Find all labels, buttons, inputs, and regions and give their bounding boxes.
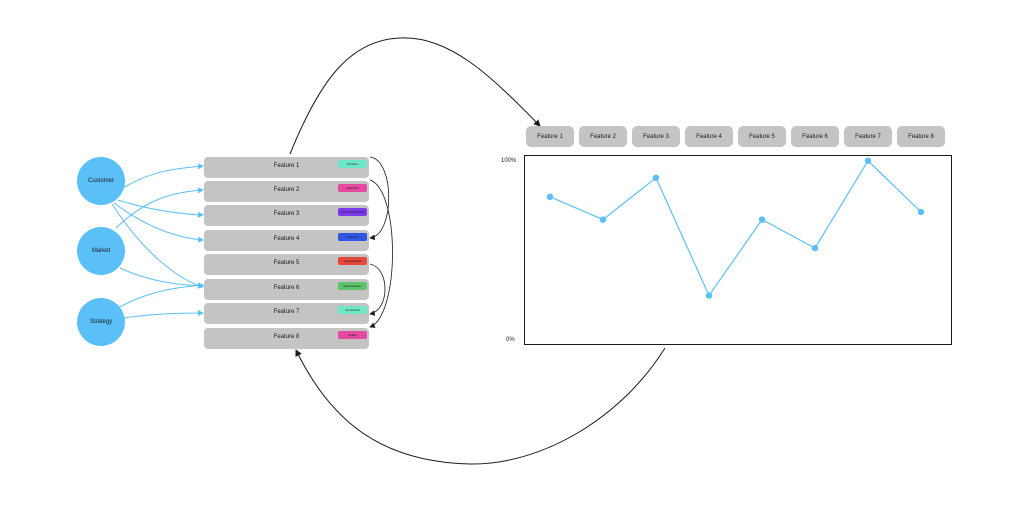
chart-category-tab-5: Feature 5 — [738, 126, 786, 147]
edge-customer-feature1 — [119, 163, 204, 191]
edge-loop-top — [289, 37, 541, 155]
feature-row-label: Feature 8 — [273, 334, 300, 340]
edge-customer-feature3 — [117, 199, 204, 218]
feature-row-3: Feature 3 Cost effectiveness — [204, 205, 369, 226]
feature-tag: Function — [338, 160, 367, 168]
feature-row-label: Feature 4 — [273, 236, 300, 242]
y-axis-bottom-label: 0% — [506, 337, 515, 343]
chart-category-tab-3: Feature 3 — [632, 126, 680, 147]
data-point-4 — [705, 292, 713, 299]
feature-row-label: Feature 6 — [273, 285, 300, 291]
chart-category-tab-1: Feature 1 — [526, 126, 574, 147]
feature-tag: Comparisons — [338, 257, 367, 265]
edge-market-feature2 — [115, 187, 204, 229]
feature-row-7: Feature 7 Functional — [204, 303, 369, 324]
data-point-8 — [917, 208, 925, 216]
chart-category-tab-4: Feature 4 — [685, 126, 733, 147]
feature-row-4: Feature 4 Security — [204, 230, 369, 251]
chart-category-tab-2: Feature 2 — [579, 126, 627, 147]
series-line — [549, 159, 922, 297]
feature-row-2: Feature 2 Aesthetic — [204, 181, 369, 202]
node-strategy-label: Strategy — [89, 319, 113, 325]
chart-frame — [524, 155, 952, 345]
node-market: Market — [77, 227, 125, 275]
feature-row-label: Feature 2 — [273, 187, 300, 193]
bracket-feature2-feature7 — [369, 179, 393, 328]
edge-market-feature6 — [119, 267, 204, 289]
node-strategy: Strategy — [77, 298, 125, 346]
bracket-feature5-feature7 — [369, 263, 386, 316]
line-chart — [546, 157, 925, 299]
feature-tag: Differentiation — [338, 282, 367, 290]
feature-row-label: Feature 7 — [273, 309, 300, 315]
feature-row-label: Feature 5 — [273, 260, 300, 266]
data-point-7 — [864, 157, 872, 164]
node-market-label: Market — [91, 248, 111, 254]
edge-loop-bottom — [295, 347, 666, 465]
chart-category-tab-7: Feature 7 — [844, 126, 892, 147]
node-customer-label: Customer — [87, 178, 114, 184]
bracket-feature1-feature4 — [369, 156, 390, 241]
feature-row-label: Feature 3 — [273, 211, 300, 217]
data-point-1 — [546, 193, 554, 200]
edge-customer-feature6 — [111, 203, 204, 289]
feature-tag: Functional — [338, 306, 367, 314]
chart-category-tab-8: Feature 8 — [897, 126, 945, 147]
node-customer: Customer — [77, 157, 125, 205]
y-axis-top-label: 100% — [501, 158, 517, 164]
feature-row-5: Feature 5 Comparisons — [204, 254, 369, 275]
edge-strategy-feature7 — [123, 310, 204, 319]
data-point-5 — [758, 216, 766, 223]
edge-customer-feature4 — [113, 202, 204, 243]
feature-row-1: Feature 1 Function — [204, 157, 369, 178]
feature-tag: Security — [338, 233, 367, 241]
data-point-2 — [599, 216, 607, 223]
feature-row-label: Feature 1 — [273, 163, 300, 169]
chart-category-tab-6: Feature 6 — [791, 126, 839, 147]
data-point-6 — [811, 244, 819, 252]
edge-strategy-feature5 — [117, 282, 204, 309]
feature-tag: Aesthetic — [338, 184, 367, 192]
feature-row-6: Feature 6 Differentiation — [204, 279, 369, 300]
feature-tag: Cost effectiveness — [338, 208, 367, 216]
feature-row-8: Feature 8 Quality — [204, 328, 369, 349]
feature-tag: Quality — [338, 331, 367, 339]
data-point-3 — [652, 174, 660, 181]
